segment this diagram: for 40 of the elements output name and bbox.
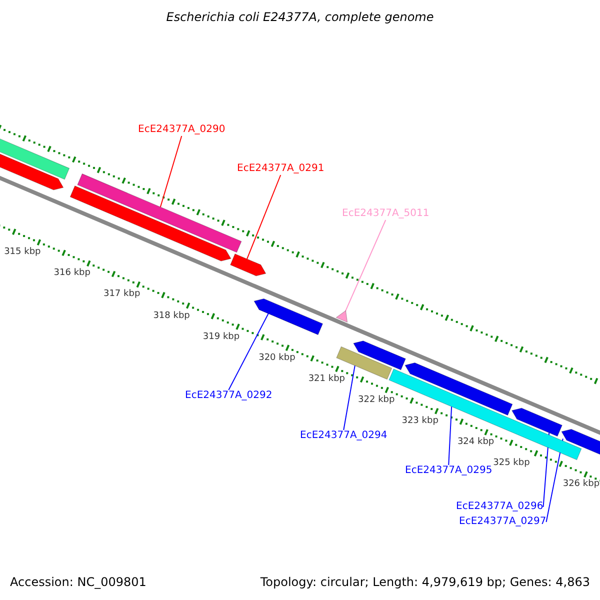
gene-label: EcE24377A_0295: [405, 465, 492, 477]
scale-label: 322 kbp: [358, 394, 395, 406]
gene-feature: [561, 428, 600, 456]
gene-label: EcE24377A_0291: [237, 163, 324, 175]
gene-feature: [77, 173, 242, 253]
gene-feature: [254, 298, 324, 336]
gene-label: EcE24377A_0292: [185, 390, 272, 402]
gene-marker: [336, 310, 348, 323]
scale-label: 317 kbp: [103, 289, 140, 300]
scale-label: 324 kbp: [457, 437, 494, 448]
leader-line: [228, 313, 269, 390]
scale-label: 319 kbp: [202, 332, 240, 342]
gene-feature: [230, 254, 266, 276]
gene-feature: [511, 408, 562, 437]
title: Escherichia coli E24377A, complete genome: [165, 10, 435, 24]
leader-line: [546, 438, 564, 522]
gene-label: EcE24377A_5011: [342, 208, 430, 220]
leader-line: [344, 220, 386, 313]
gene-feature: [70, 186, 232, 262]
gene-label: EcE24377A_0296: [456, 501, 544, 513]
scale-label: 316 kbp: [54, 268, 90, 280]
gene-label: EcE24377A_0290: [138, 124, 226, 136]
leader-line: [160, 136, 182, 208]
genome-summary-text: Topology: circular; Length: 4,979,619 bp; Genes: 4,863: [260, 575, 590, 590]
gene-label: EcE24377A_0294: [300, 430, 388, 442]
scale-label: 320 kbp: [258, 352, 296, 364]
scale-label: 321 kbp: [308, 374, 345, 385]
gene-feature: [0, 136, 70, 180]
leader-line: [448, 406, 452, 466]
scale-label: 315 kbp: [4, 247, 41, 258]
gene-feature: [353, 340, 406, 370]
scale-label: 326 kbp: [562, 479, 600, 490]
leader-line: [246, 174, 282, 260]
scale-label: 323 kbp: [402, 416, 438, 427]
accession-text: Accession: NC_009801: [10, 575, 146, 590]
gene-feature: [404, 362, 513, 416]
scale-label: 318 kbp: [153, 310, 190, 322]
gene-label: EcE24377A_0297: [459, 516, 546, 528]
leader-line: [343, 365, 356, 430]
scale-label: 325 kbp: [493, 458, 530, 470]
